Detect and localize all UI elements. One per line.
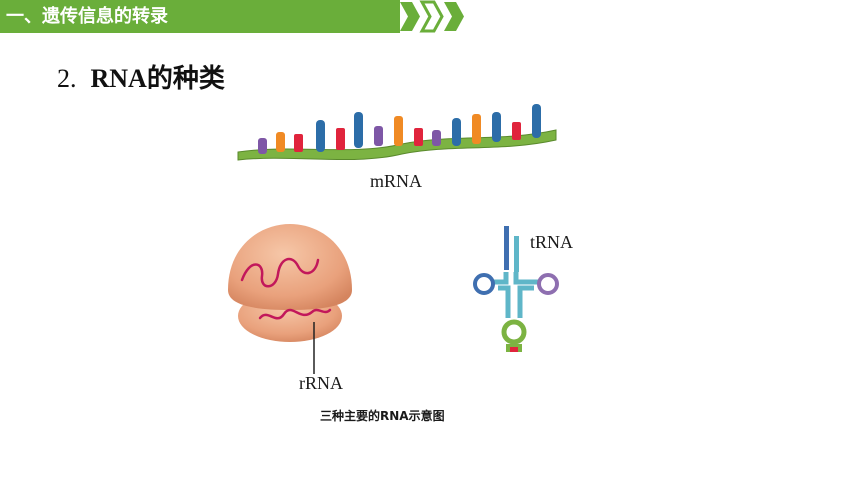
section-heading: 2. RNA的种类	[57, 58, 225, 95]
section-title: RNA的种类	[90, 64, 225, 93]
rrna-illustration	[228, 224, 352, 374]
trna-illustration	[473, 226, 559, 352]
section-number: 2.	[57, 64, 77, 93]
rrna-label: rRNA	[299, 373, 343, 393]
header-title: 一、遗传信息的转录	[6, 6, 168, 27]
chevron-right-icon	[400, 0, 464, 33]
mrna-bases	[258, 104, 541, 154]
mrna-label: mRNA	[370, 171, 423, 191]
trna-label: tRNA	[530, 232, 574, 252]
figure-caption: 三种主要的RNA示意图	[320, 409, 445, 423]
section-header-bar: 一、遗传信息的转录	[0, 0, 400, 33]
mrna-illustration	[237, 104, 557, 161]
